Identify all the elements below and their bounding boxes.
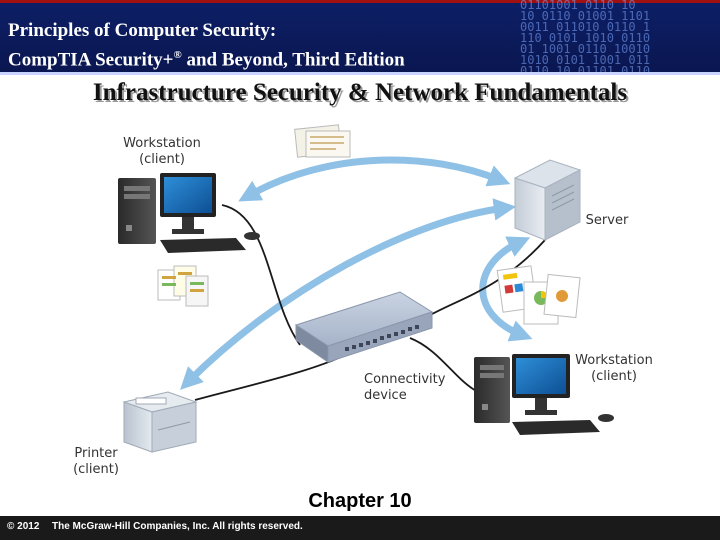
binary-pattern-decoration: 01101001 0110 10 10 0110 01001 1101 0011… <box>520 0 651 75</box>
workstation-top-label: Workstation (client) <box>112 136 212 168</box>
slide-title: Infrastructure Security & Network Fundam… <box>92 79 628 106</box>
connectivity-device-icon <box>294 291 434 363</box>
header-banner: 01101001 0110 10 10 0110 01001 1101 0011… <box>0 0 720 75</box>
cable-workstation-bottom <box>409 337 479 393</box>
workstation-bottom-icon <box>474 354 614 435</box>
footer-bar: © 2012 The McGraw-Hill Companies, Inc. A… <box>0 516 720 540</box>
chapter-label: Chapter 10 <box>308 490 412 512</box>
server-icon <box>513 159 582 241</box>
workstation-bottom-label-line2: (client) <box>591 369 637 384</box>
workstation-top-icon <box>118 173 260 253</box>
connectivity-device-label-line1: Connectivity <box>364 372 446 387</box>
arrow-workstation-server <box>238 156 511 202</box>
printer-label-line2: (client) <box>73 462 119 477</box>
server-label: Server <box>580 213 634 229</box>
registered-mark: ® <box>173 49 182 61</box>
printer-label-line1: Printer <box>74 446 118 461</box>
arrow-printer-server <box>180 198 517 390</box>
book-title-line2-suffix: and Beyond, Third Edition <box>181 49 405 71</box>
publisher-notice: The McGraw-Hill Companies, Inc. All righ… <box>52 521 303 532</box>
documents-icon-top <box>294 124 351 158</box>
workstation-bottom-label-line1: Workstation <box>575 353 653 368</box>
printer-label: Printer (client) <box>66 446 126 478</box>
cable-server <box>424 239 546 319</box>
workstation-top-label-line1: Workstation <box>123 136 201 151</box>
connectivity-device-label: Connectivity device <box>364 372 454 404</box>
documents-icon-right <box>496 265 581 325</box>
book-title-line1: Principles of Computer Security: <box>8 20 277 41</box>
copyright-year: © 2012 <box>7 521 40 532</box>
network-cables <box>194 204 546 401</box>
book-title-line2-prefix: CompTIA Security+ <box>8 49 174 71</box>
workstation-top-label-line2: (client) <box>139 152 185 167</box>
documents-icon-left <box>157 265 209 307</box>
header-accent-line <box>0 0 720 3</box>
header-bottom-stripe <box>0 72 720 75</box>
cable-workstation-top <box>221 204 301 346</box>
workstation-bottom-label: Workstation (client) <box>564 353 664 385</box>
printer-icon <box>122 391 198 453</box>
connectivity-device-label-line2: device <box>364 388 407 403</box>
server-label-text: Server <box>585 213 629 228</box>
book-title: Principles of Computer Security: CompTIA… <box>8 19 405 72</box>
